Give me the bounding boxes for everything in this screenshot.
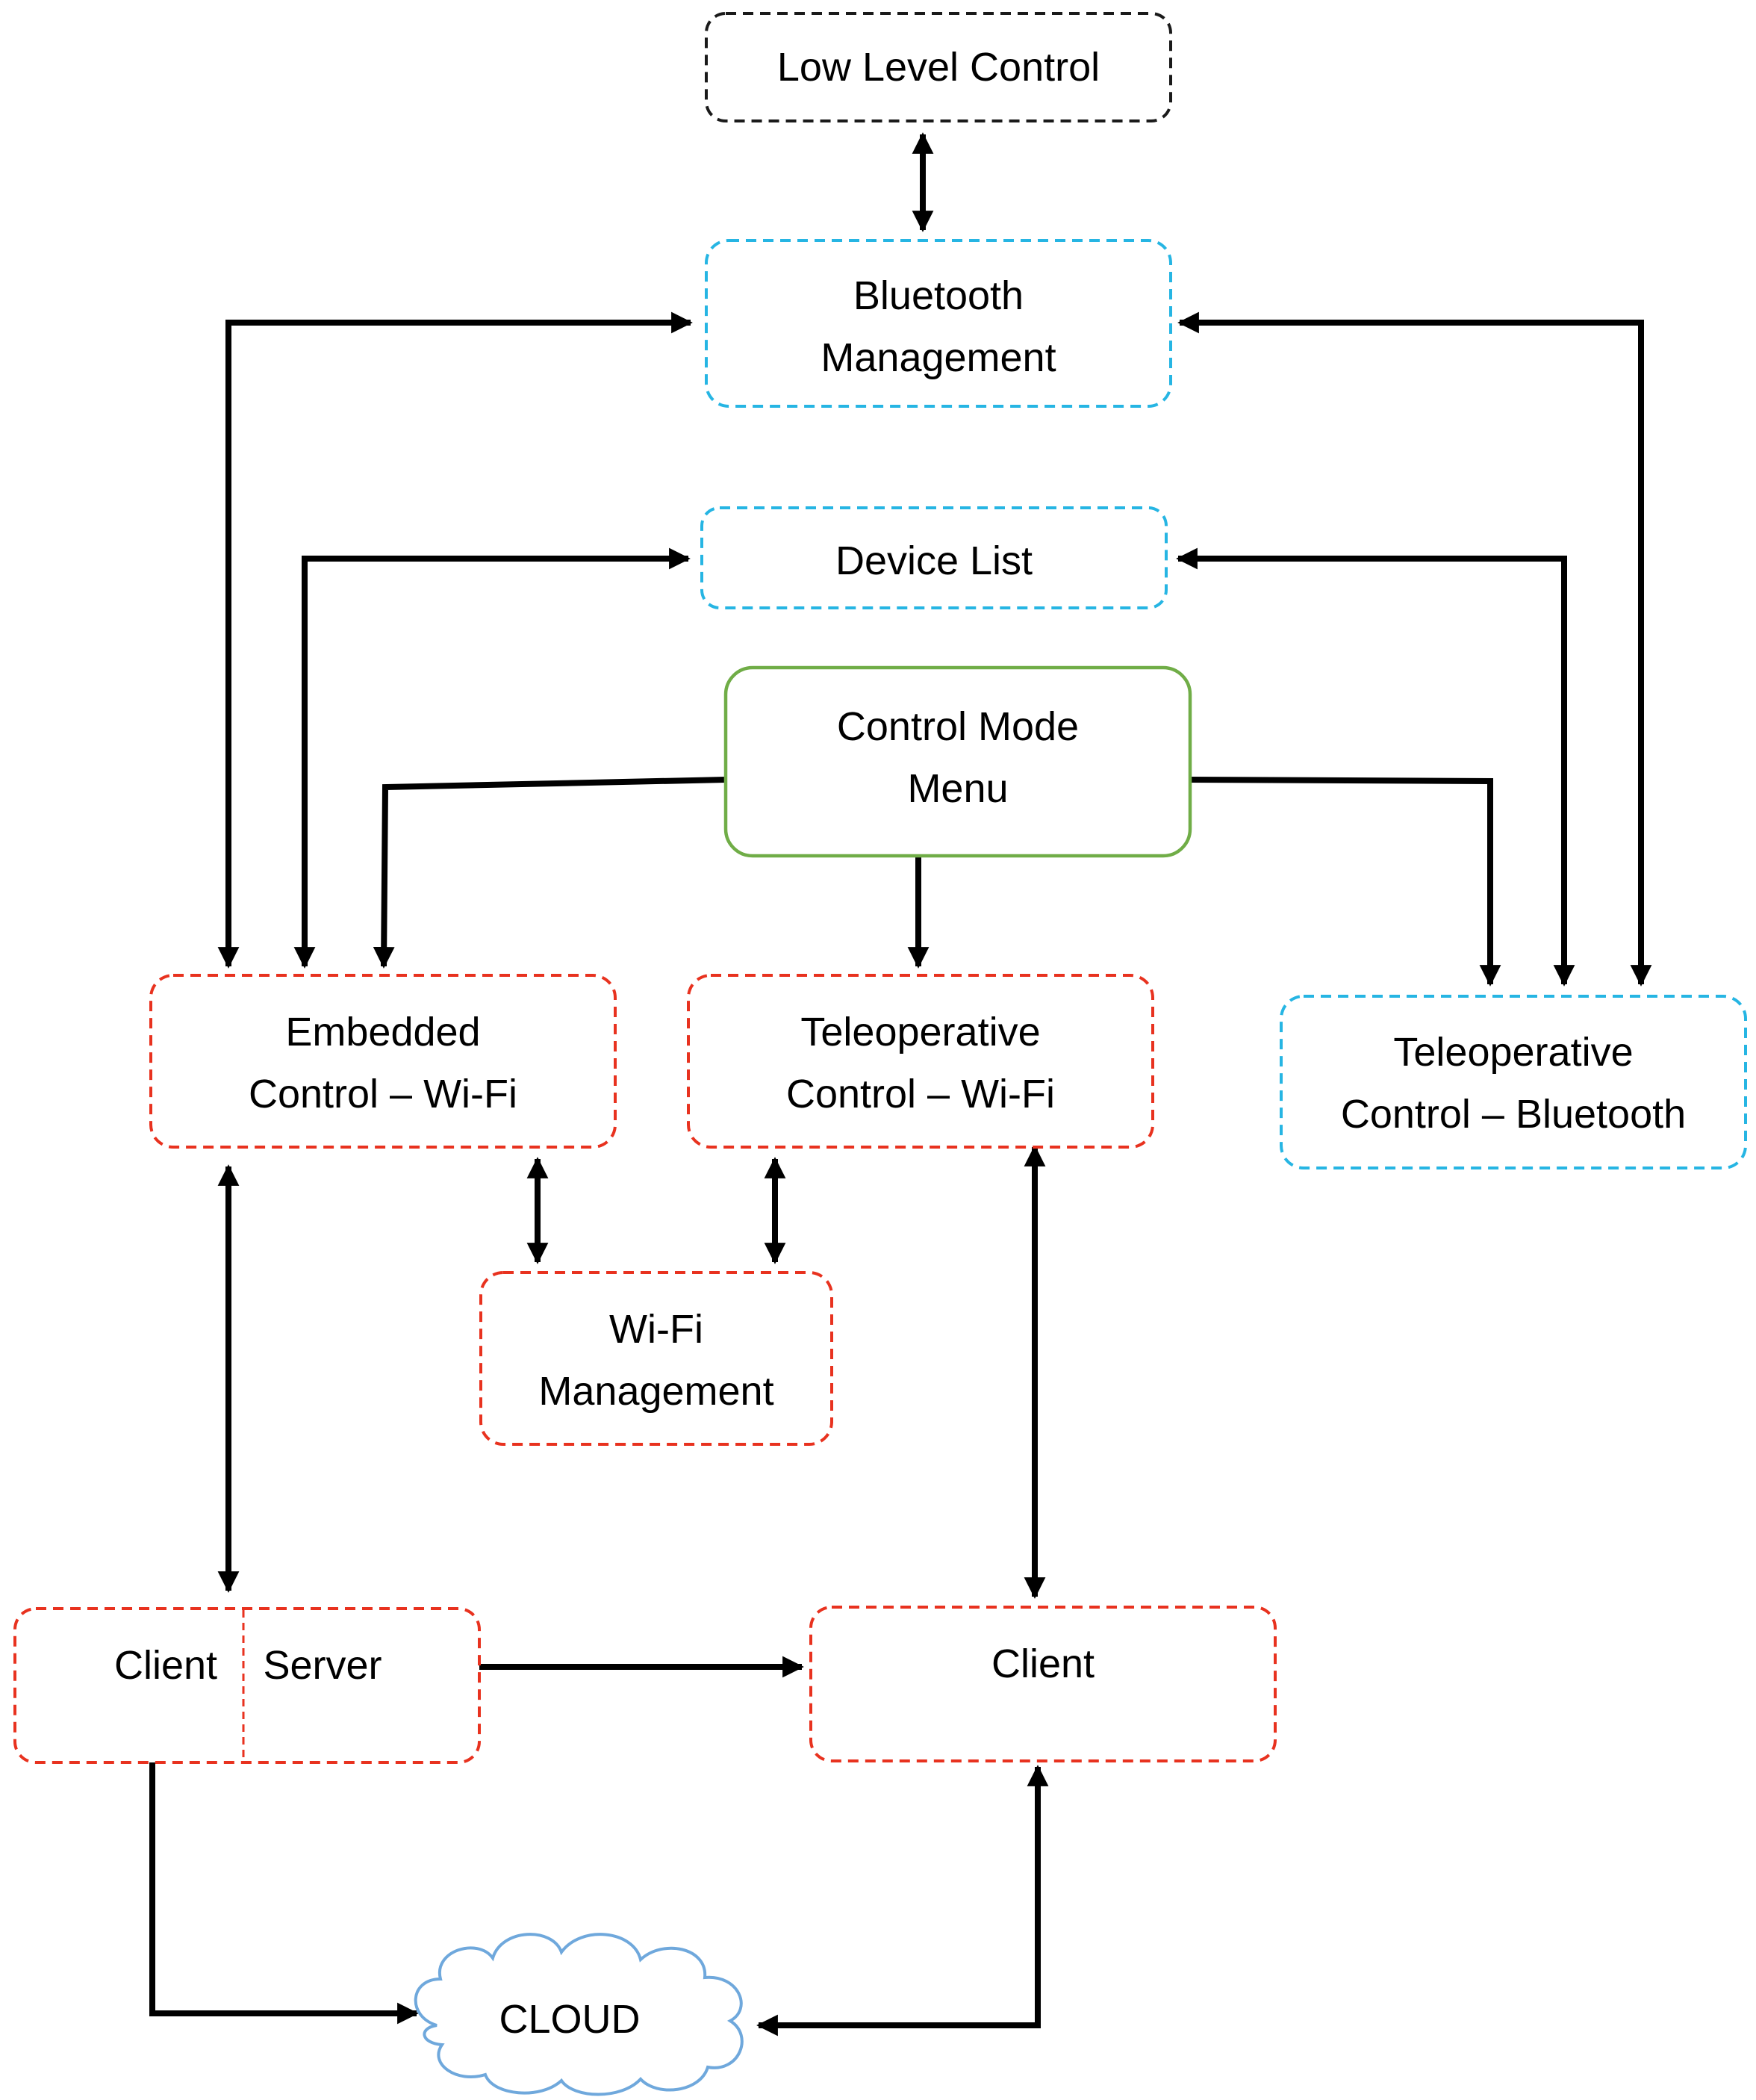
cloud-label: CLOUD: [499, 1997, 640, 2042]
arrow-leftclient-cloud: [141, 1708, 419, 2025]
client-node: Client: [809, 1606, 1277, 1762]
teleoperative-control-bluetooth-box: [1280, 995, 1747, 1169]
connectors: [141, 132, 1652, 2037]
teleoperative-control-bluetooth-label-line1: Teleoperative: [1393, 1030, 1633, 1075]
teleoperative-control-bluetooth-label-line2: Control – Bluetooth: [1341, 1092, 1686, 1137]
client-server-box: [13, 1607, 481, 1764]
client-label: Client: [991, 1641, 1095, 1686]
client-server-server-label: Server: [263, 1643, 382, 1688]
control-mode-menu-label-line1: Control Mode: [837, 704, 1079, 749]
arrow-rightclient-cloud: [756, 1765, 1049, 2037]
low-level-control-label: Low Level Control: [777, 45, 1100, 90]
low-level-control-box: [705, 12, 1172, 122]
client-box: [809, 1606, 1277, 1762]
wifi-management-label-line2: Management: [538, 1369, 773, 1414]
wifi-management-node: Wi-Fi Management: [479, 1271, 833, 1446]
wifi-management-box: [479, 1271, 833, 1446]
device-list-label: Device List: [835, 538, 1033, 583]
teleoperative-control-wifi-label-line1: Teleoperative: [800, 1010, 1040, 1054]
teleoperative-control-bluetooth-node: Teleoperative Control – Bluetooth: [1280, 995, 1747, 1169]
embedded-control-wifi-node: Embedded Control – Wi-Fi: [149, 974, 617, 1149]
arrow-teleopbt-bluetooth: [1177, 311, 1652, 987]
control-mode-menu-label-line2: Menu: [907, 766, 1008, 811]
device-list-node: Device List: [700, 506, 1168, 609]
arrow-embedded-devicelist: [293, 547, 691, 969]
teleoperative-control-wifi-box: [687, 974, 1154, 1149]
arrow-teleopbt-devicelist: [1176, 547, 1575, 987]
cloud-shape: [414, 1933, 744, 2096]
client-server-client-label: Client: [114, 1643, 217, 1688]
control-mode-menu-box: [723, 665, 1192, 858]
arrow-menu-embedded: [373, 777, 726, 969]
bluetooth-management-box: [705, 239, 1172, 408]
low-level-control-node: Low Level Control: [705, 12, 1172, 122]
teleoperative-control-wifi-label-line2: Control – Wi-Fi: [786, 1072, 1055, 1116]
teleoperative-control-wifi-node: Teleoperative Control – Wi-Fi: [687, 974, 1154, 1149]
control-mode-menu-node: Control Mode Menu: [723, 665, 1192, 858]
bluetooth-management-label-line2: Management: [821, 335, 1056, 380]
embedded-control-wifi-label-line2: Control – Wi-Fi: [249, 1072, 517, 1116]
wifi-management-label-line1: Wi-Fi: [609, 1307, 703, 1352]
embedded-control-wifi-box: [149, 974, 617, 1149]
bluetooth-management-label-line1: Bluetooth: [853, 273, 1024, 318]
bluetooth-management-node: Bluetooth Management: [705, 239, 1172, 408]
arrow-embedded-bluetooth: [217, 311, 693, 969]
cloud-node: CLOUD: [414, 1933, 744, 2096]
client-server-node: Client Server: [13, 1607, 481, 1764]
device-list-box: [700, 506, 1168, 609]
arrow-menu-teleopbt: [1188, 777, 1501, 987]
embedded-control-wifi-label-line1: Embedded: [285, 1010, 480, 1054]
